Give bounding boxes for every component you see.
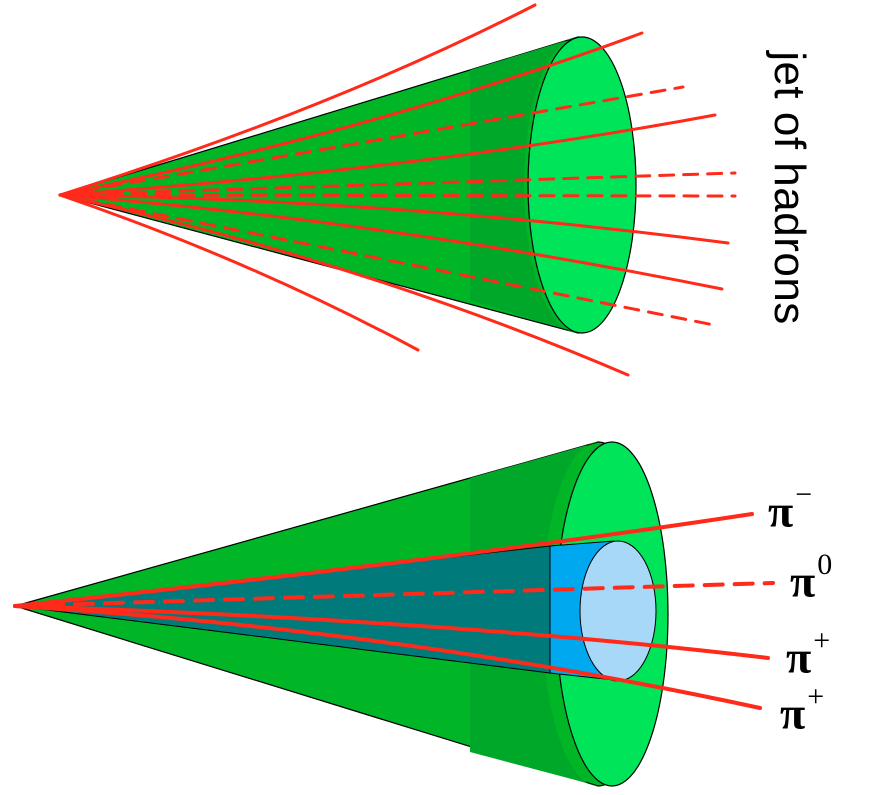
top-tracks bbox=[58, 3, 737, 377]
bottom-jet-cone bbox=[12, 441, 669, 787]
bottom-inner-face bbox=[579, 540, 657, 682]
top-cone-face bbox=[527, 36, 637, 334]
charge-superscript: − bbox=[795, 478, 813, 511]
pi-zero-label: π0 bbox=[790, 550, 832, 607]
track-dashed bbox=[58, 85, 685, 197]
pi-plus-label-1: π+ bbox=[786, 626, 830, 683]
pi-symbol: π bbox=[790, 555, 816, 607]
track-solid bbox=[58, 113, 717, 197]
charge-superscript: + bbox=[807, 680, 825, 713]
pi-minus-label: π− bbox=[768, 480, 812, 537]
track-solid bbox=[58, 193, 630, 377]
pi-symbol: π bbox=[786, 631, 812, 683]
track-solid bbox=[58, 193, 420, 352]
jet-of-hadrons-label: jet of hadrons bbox=[765, 51, 814, 325]
charge-superscript: + bbox=[813, 624, 831, 657]
track-dashed bbox=[58, 171, 737, 197]
pi-plus-label-2: π+ bbox=[780, 682, 824, 739]
bottom-tracks bbox=[13, 512, 775, 710]
pi-symbol: π bbox=[780, 687, 806, 739]
track-dashed bbox=[58, 193, 716, 327]
charge-superscript: 0 bbox=[817, 548, 833, 581]
track-solid bbox=[58, 193, 730, 245]
track-solid bbox=[58, 193, 724, 291]
track-solid bbox=[58, 3, 537, 197]
top-cone-side-shade bbox=[470, 37, 578, 333]
track-solid bbox=[58, 31, 644, 197]
pi-minus-track bbox=[13, 512, 754, 608]
pi-plus-track-2 bbox=[13, 604, 762, 710]
track-dashed bbox=[58, 193, 737, 198]
pi-symbol: π bbox=[768, 485, 794, 537]
pi-zero-track bbox=[13, 581, 775, 608]
pi-plus-track-1 bbox=[13, 604, 770, 660]
